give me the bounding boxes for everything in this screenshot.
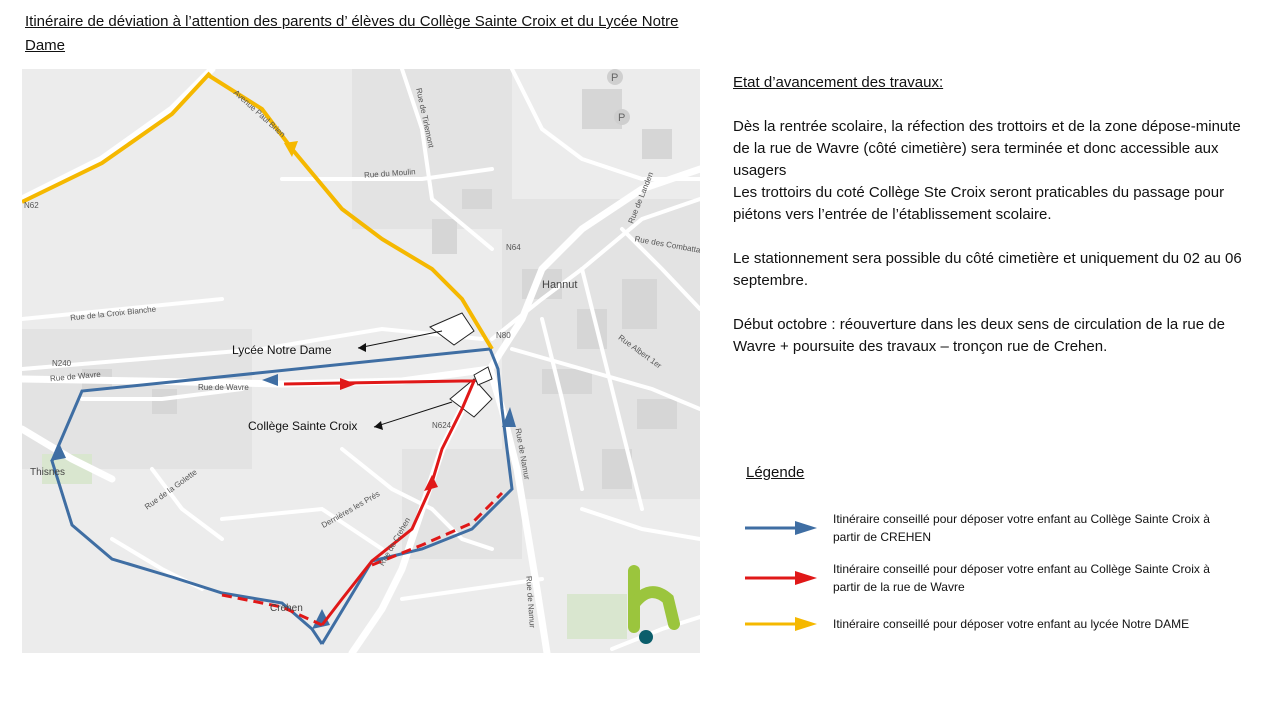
lycee-label: Lycée Notre Dame [232, 343, 332, 357]
college-pointer-arrow [373, 401, 453, 428]
red-route-dashed [371, 491, 504, 567]
works-status-paragraph: Dès la rentrée scolaire, la réfection de… [733, 118, 1241, 179]
road [22, 297, 224, 321]
road [220, 506, 384, 551]
legend-item-label: Itinéraire conseillé pour déposer votre … [833, 512, 1210, 544]
main-road [486, 165, 700, 373]
map[interactable]: P P Lycée Notre Dam [22, 69, 700, 653]
parking-markers [607, 69, 630, 125]
legend-item-blue: Itinéraire conseillé pour déposer votre … [745, 510, 1213, 546]
red-route-main [283, 379, 477, 626]
road [580, 267, 644, 511]
works-status-panel: Etat d’avancement des travaux: Dès la re… [733, 72, 1253, 380]
blue-route-link [488, 348, 504, 410]
svg-text:P: P [611, 72, 618, 84]
town-label-thisnes: Thisnes [30, 467, 66, 478]
blue-route-east [320, 408, 514, 645]
road-number-label: N64 [506, 243, 521, 252]
road-number-label: N62 [24, 201, 39, 210]
road [430, 507, 494, 551]
blue-route-arrowhead [262, 374, 278, 386]
road [150, 467, 224, 541]
road [22, 326, 484, 371]
red-route-dashed [221, 593, 323, 627]
road [80, 387, 244, 401]
legend-item-label: Itinéraire conseillé pour déposer votre … [833, 562, 1210, 594]
yellow-arrow-icon [745, 617, 817, 631]
road [610, 615, 700, 651]
college-pointer-arrowhead [374, 421, 383, 430]
road [280, 167, 494, 181]
legend-title: Légende [746, 464, 805, 481]
main-road [22, 69, 216, 203]
map-canvas[interactable]: P P [22, 69, 700, 653]
blue-route-arrowhead [50, 445, 66, 461]
legend-item-yellow: Itinéraire conseillé pour déposer votre … [745, 615, 1213, 633]
road [540, 317, 584, 491]
page-title: Itinéraire de déviation à l’attention de… [25, 13, 679, 54]
blue-arrow-icon [745, 521, 817, 535]
works-status-paragraph: Les trottoirs du coté Collège Ste Croix … [733, 184, 1225, 223]
red-arrow-icon [745, 571, 817, 585]
college-building-outline [449, 378, 493, 418]
town-label-crehen: Crehen [270, 603, 303, 614]
road-number-label: N240 [52, 359, 72, 368]
street-label: Rue de Wavre [198, 383, 249, 392]
main-road [22, 425, 116, 483]
green-area [567, 594, 627, 639]
building-blocks [82, 89, 677, 489]
h-logo-icon [628, 565, 680, 644]
road-number-label: N624 [432, 421, 452, 430]
svg-text:P: P [618, 112, 625, 124]
road [400, 577, 544, 601]
yellow-route-arrowhead [284, 141, 298, 157]
red-route-arrowhead [424, 475, 438, 491]
college-building-outline [473, 366, 493, 386]
blue-route-arrowhead [502, 407, 516, 427]
lycee-pointer-arrowhead [358, 343, 366, 352]
works-status-paragraph: Le stationnement sera possible du côté c… [733, 250, 1242, 289]
road [400, 69, 494, 251]
road [510, 347, 700, 411]
legend-item-label: Itinéraire conseillé pour déposer votre … [833, 617, 1190, 631]
yellow-route-main [206, 73, 494, 351]
lycee-building-outline [429, 312, 475, 346]
town-label-hannut: Hannut [542, 279, 578, 291]
yellow-route-west [22, 71, 212, 204]
road [340, 447, 434, 511]
red-route-arrowhead [340, 378, 356, 390]
road [620, 227, 700, 311]
works-status-paragraph: Début octobre : réouverture dans les deu… [733, 316, 1225, 355]
college-label: Collège Sainte Croix [248, 419, 358, 433]
road [580, 507, 700, 541]
main-road [22, 365, 494, 388]
lycee-pointer-arrow [357, 330, 443, 349]
road-number-label: N80 [496, 331, 511, 340]
legend-item-red: Itinéraire conseillé pour déposer votre … [745, 560, 1213, 596]
works-status-heading: Etat d’avancement des travaux: [733, 74, 944, 91]
